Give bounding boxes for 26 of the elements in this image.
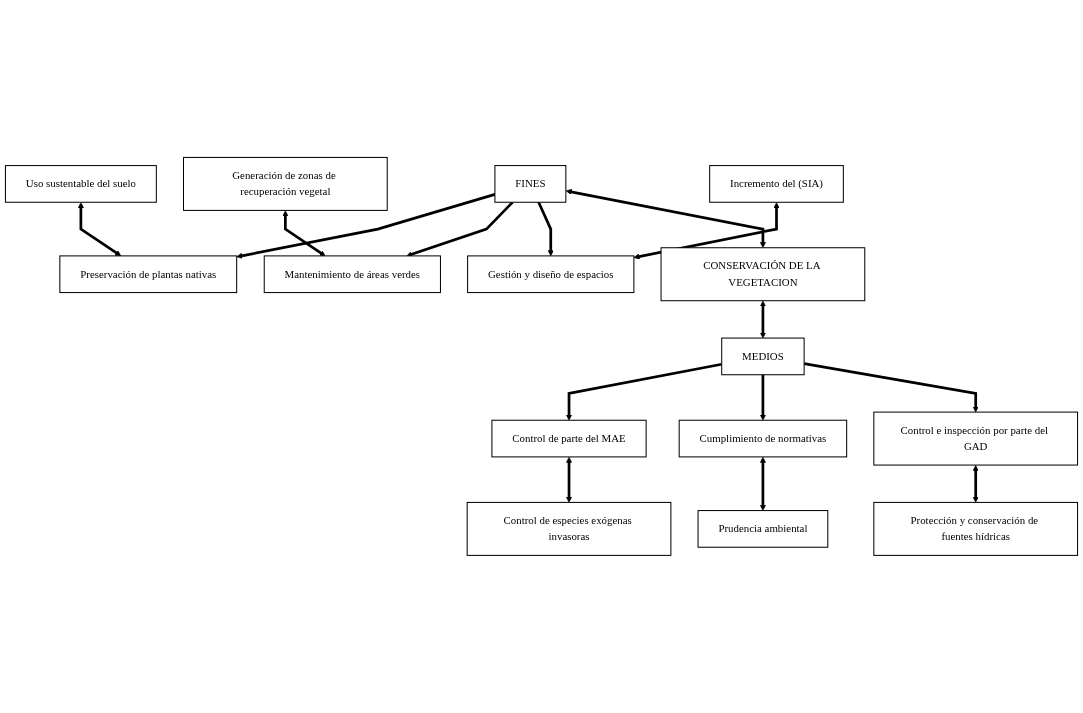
node-box: Generación de zonas de recuperación vegetal — [183, 157, 388, 211]
arrow — [759, 300, 766, 339]
arrow — [282, 210, 326, 257]
node-box: Protección y conservación de fuentes hídricas — [873, 502, 1079, 556]
node-box: Uso sustentable del suelo — [4, 165, 157, 203]
node-box: Mantenimiento de áreas verdes — [263, 255, 441, 294]
arrow — [566, 457, 572, 503]
node-box: Control de parte del MAE — [491, 419, 647, 458]
node-box: Gestión y diseño de espacios — [467, 255, 635, 294]
node-box: Control de especies exógenas invasoras — [466, 502, 672, 556]
arrow — [565, 189, 766, 249]
arrow — [633, 202, 780, 260]
node-box: Prudencia ambiental — [697, 510, 829, 548]
node-box: CONSERVACIÓN DE LA VEGETACION — [660, 247, 866, 302]
node-box: Cumplimiento de normativas — [678, 419, 848, 458]
arrow — [537, 201, 554, 257]
node-box: FINES — [494, 165, 567, 203]
node-box: Preservación de plantas nativas — [59, 255, 238, 294]
node-box: Control e inspección por parte del GAD — [873, 411, 1079, 466]
arrow — [972, 465, 979, 503]
arrow — [759, 457, 766, 511]
arrow — [759, 374, 766, 421]
node-box: Incremento del (SIA) — [709, 165, 844, 203]
arrow — [77, 202, 122, 257]
arrow — [566, 363, 722, 421]
node-box: MEDIOS — [721, 337, 805, 376]
